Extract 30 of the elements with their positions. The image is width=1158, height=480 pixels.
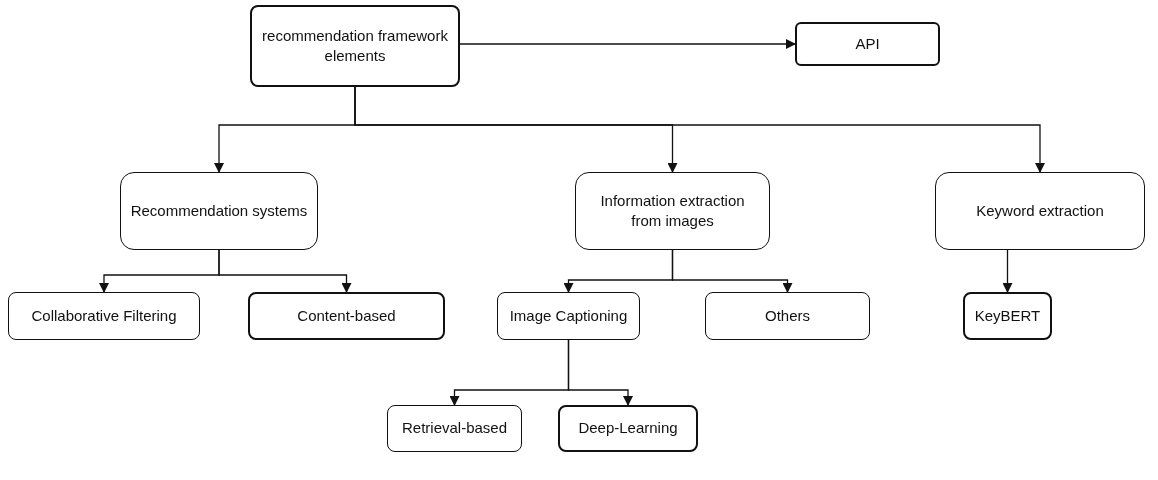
node-label: Content-based [297,305,396,326]
arrow [567,339,633,406]
node-label: Image Captioning [509,305,628,326]
node-label: Keyword extraction [976,200,1104,221]
node-label: Information extraction from images [599,190,746,231]
process-box [497,292,640,340]
node-label: API [855,33,880,54]
process-box [935,172,1145,250]
process-box [248,292,445,340]
arrow [218,249,352,293]
node-label: KeyBERT [974,305,1041,326]
arrow [354,86,1045,173]
process-box [387,405,522,452]
process-box [120,172,318,250]
node-label: Others [765,305,810,326]
node-label: Recommendation systems [130,200,308,221]
process-box [8,292,200,340]
process-box [575,172,770,250]
process-box [795,22,940,66]
process-box [250,5,460,87]
node-label: Retrieval-based [401,418,508,439]
arrow [459,39,796,49]
process-box [558,405,698,452]
process-box [963,292,1052,340]
arrow [671,249,793,293]
node-label: Collaborative Filtering [31,305,177,326]
arrow [1002,249,1013,293]
process-box [705,292,870,340]
node-label: recommendation framework elements [261,25,449,66]
node-label: Deep-Learning [578,418,678,439]
